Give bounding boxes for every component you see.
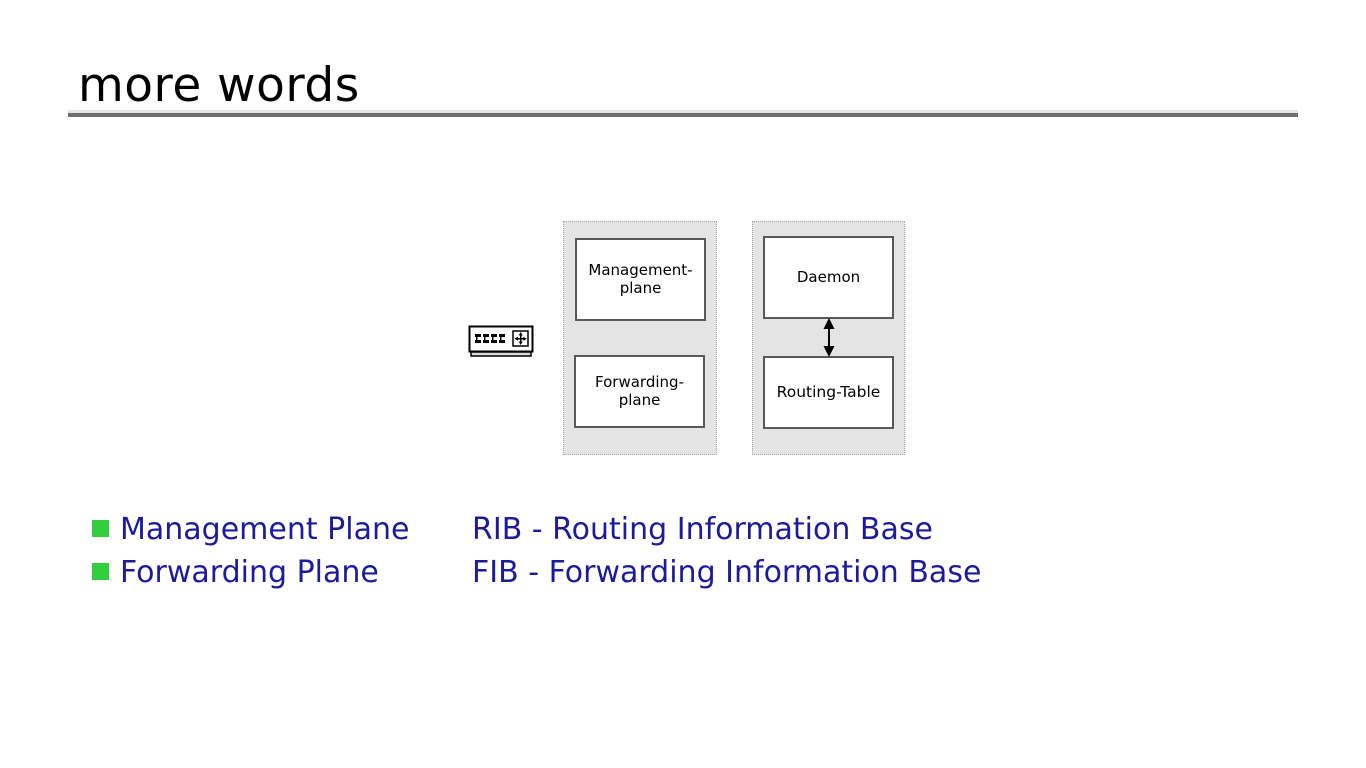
bullet-label-right: RIB - Routing Information Base [472, 512, 933, 547]
bullet-label-left: Management Plane [120, 512, 410, 547]
router-icon [468, 325, 534, 359]
bullet-label-right: FIB - Forwarding Information Base [472, 555, 982, 590]
title-rule-highlight [68, 110, 1298, 113]
square-bullet-icon [92, 520, 109, 537]
forwarding-plane-box: Forwarding-plane [574, 355, 705, 428]
daemon-box: Daemon [763, 236, 894, 319]
list-item: Management Plane RIB - Routing Informati… [92, 508, 1292, 551]
routing-table-box: Routing-Table [763, 356, 894, 429]
management-plane-box: Management-plane [575, 238, 706, 321]
bullet-list: Management Plane RIB - Routing Informati… [92, 508, 1292, 594]
daemon-label: Daemon [796, 267, 861, 286]
forwarding-plane-label: Forwarding-plane [595, 373, 684, 409]
bullet-label-left: Forwarding Plane [120, 555, 379, 590]
title-rule [68, 113, 1298, 117]
routing-table-label: Routing-Table [776, 382, 881, 401]
page-title: more words [78, 58, 360, 113]
double-headed-arrow-icon [820, 318, 838, 357]
management-plane-label: Management-plane [588, 261, 693, 297]
list-item: Forwarding Plane FIB - Forwarding Inform… [92, 551, 1292, 594]
square-bullet-icon [92, 563, 109, 580]
